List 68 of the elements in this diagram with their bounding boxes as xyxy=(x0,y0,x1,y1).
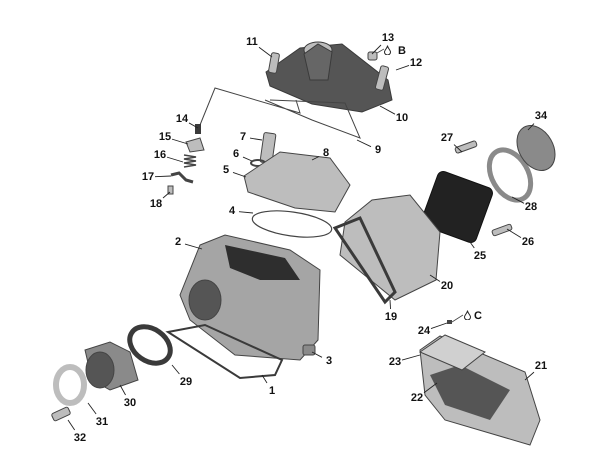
leader-line xyxy=(528,123,534,130)
leader-line xyxy=(512,196,524,204)
reference-letter: B xyxy=(398,45,406,57)
callout-number: 6 xyxy=(227,147,245,161)
callout-number: 18 xyxy=(147,197,165,211)
leader-line xyxy=(524,372,534,380)
leader-line xyxy=(506,228,522,238)
callout-number: 17 xyxy=(139,170,157,184)
callout-number: 32 xyxy=(71,431,89,445)
leader-line xyxy=(402,354,420,360)
leader-line xyxy=(372,44,382,54)
leader-line xyxy=(396,65,410,70)
callout-number: 9 xyxy=(369,143,387,157)
callout-number: 28 xyxy=(522,200,540,214)
callout-number: 11 xyxy=(243,35,261,49)
callout-number: 3 xyxy=(320,354,338,368)
leader-line xyxy=(262,374,268,384)
leader-line xyxy=(454,144,462,152)
callout-number: 23 xyxy=(386,355,404,369)
leader-line xyxy=(172,364,180,374)
callout-number: 7 xyxy=(234,130,252,144)
callout-number: 30 xyxy=(121,396,139,410)
leader-line xyxy=(188,122,198,128)
callout-number: 19 xyxy=(382,310,400,324)
callout-number: 21 xyxy=(532,359,550,373)
callout-number: 1 xyxy=(263,384,281,398)
callout-number: 12 xyxy=(407,56,425,70)
leader-line xyxy=(356,140,372,148)
callout-number: 8 xyxy=(317,146,335,160)
leader-line xyxy=(312,352,322,358)
callout-number: 2 xyxy=(169,235,187,249)
callout-number: 26 xyxy=(519,235,537,249)
leader-line xyxy=(238,211,254,214)
leader-line xyxy=(166,156,184,162)
leader-line xyxy=(120,384,126,396)
callout-number: 14 xyxy=(173,112,191,126)
callout-number: 10 xyxy=(393,111,411,125)
callout-number: 5 xyxy=(217,163,235,177)
leader-line xyxy=(430,322,448,330)
callout-number: 20 xyxy=(438,279,456,293)
callout-number: 4 xyxy=(223,204,241,218)
leader-line xyxy=(68,420,76,430)
callout-number: 13 xyxy=(379,31,397,45)
callout-number: 22 xyxy=(408,391,426,405)
callout-number: 16 xyxy=(151,148,169,162)
leader-line xyxy=(312,156,320,160)
leader-line xyxy=(380,106,396,115)
callout-number: 24 xyxy=(415,324,433,338)
reference-letter: C xyxy=(474,310,482,322)
leader-line xyxy=(390,300,391,310)
leader-line xyxy=(258,46,272,58)
leader-line xyxy=(232,172,246,178)
leader-line xyxy=(250,138,262,140)
leader-line xyxy=(162,192,170,198)
callout-number: 15 xyxy=(156,130,174,144)
leader-line xyxy=(172,138,188,144)
leader-line xyxy=(430,274,440,282)
callout-number: 27 xyxy=(438,131,456,145)
leader-line xyxy=(184,244,202,250)
callout-number: 29 xyxy=(177,375,195,389)
leader-line xyxy=(470,242,475,248)
leader-line xyxy=(424,382,438,394)
leader-line xyxy=(88,402,97,414)
callout-number: 25 xyxy=(471,249,489,263)
callout-number: 34 xyxy=(532,109,550,123)
leader-line xyxy=(242,156,252,162)
callout-number: 31 xyxy=(93,415,111,429)
leader-line xyxy=(154,176,172,178)
